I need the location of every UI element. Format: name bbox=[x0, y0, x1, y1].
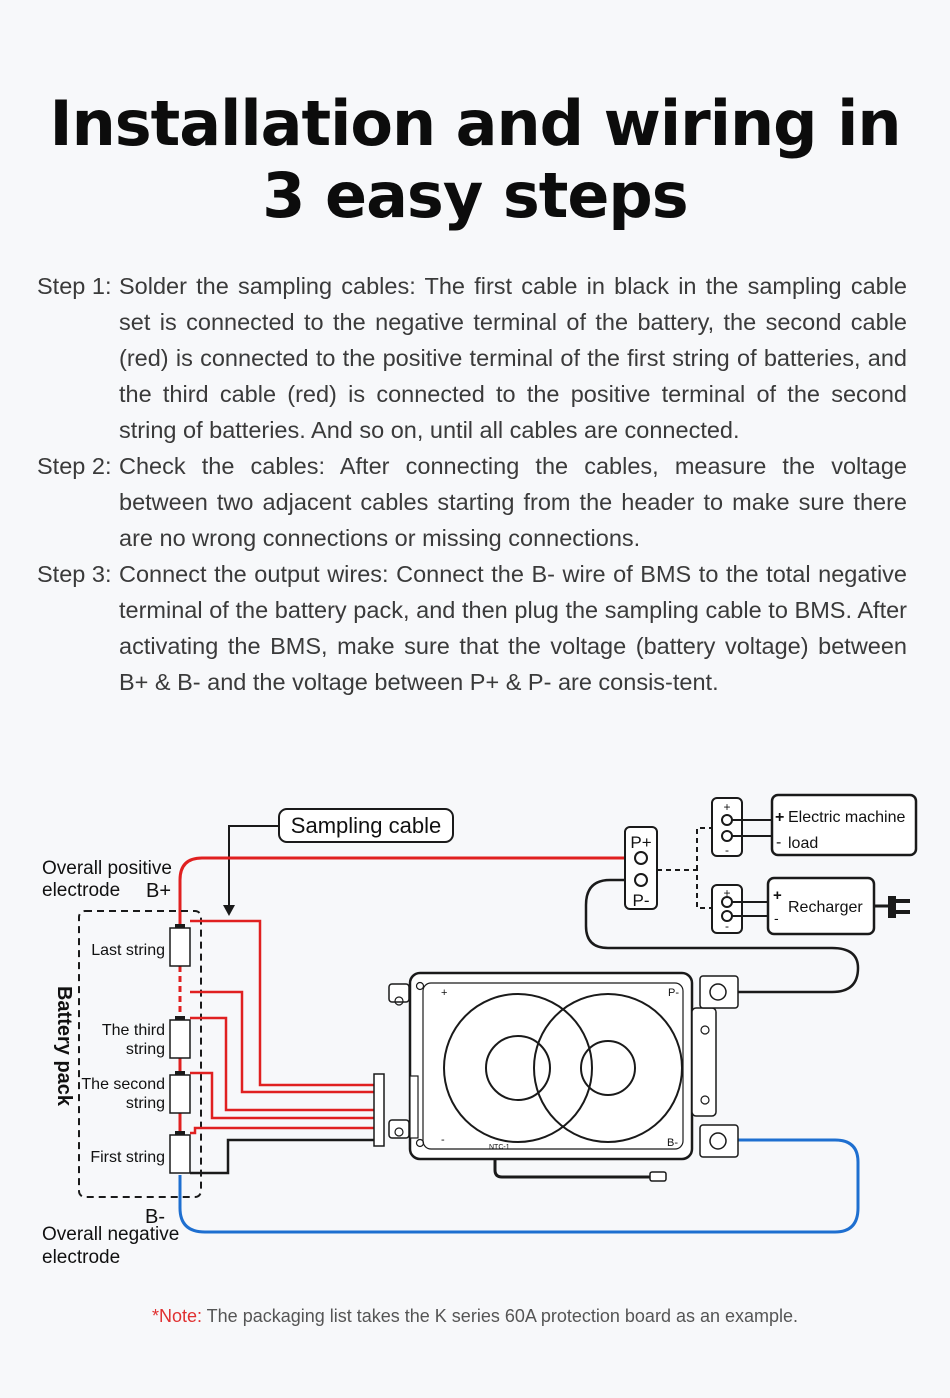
bms-board bbox=[388, 971, 739, 1182]
board-ntc-marking: NTC-1 bbox=[489, 1144, 510, 1151]
board-minus-marking: - bbox=[441, 1134, 445, 1146]
title-line-2: 3 easy steps bbox=[262, 159, 688, 232]
load-dashed-link bbox=[657, 869, 712, 909]
plug-icon bbox=[874, 896, 910, 918]
footnote: *Note: The packaging list takes the K se… bbox=[0, 1306, 950, 1327]
sampling-cable-label: Sampling cable bbox=[291, 813, 441, 838]
note-text: The packaging list takes the K series 60… bbox=[202, 1306, 799, 1326]
step-3: Step 3: Connect the output wires: Connec… bbox=[37, 556, 907, 700]
overall-negative-electrode-label: electrode bbox=[42, 1247, 120, 1268]
recharger-terminal-plus: + bbox=[723, 886, 730, 900]
page-title: Installation and wiring in 3 easy steps bbox=[0, 88, 950, 232]
wiring-diagram: Sampling cable Overall positive electrod… bbox=[42, 793, 918, 1268]
recharger-plus: + bbox=[773, 887, 782, 904]
battery-pack-box bbox=[78, 910, 202, 1198]
cell-second bbox=[169, 1071, 191, 1114]
electric-machine-plus: + bbox=[775, 809, 784, 826]
load-terminal bbox=[711, 797, 772, 857]
load-terminal-minus: - bbox=[725, 843, 729, 857]
electric-machine-load-label: load bbox=[788, 835, 818, 852]
first-string-label: First string bbox=[90, 1149, 165, 1166]
cell-third bbox=[169, 1016, 191, 1059]
step-2-label: Step 2: bbox=[37, 453, 112, 479]
p-minus-wire bbox=[584, 878, 860, 994]
board-b-minus-marking: B- bbox=[667, 1137, 678, 1149]
step-2-text: Check the cables: After connecting the c… bbox=[119, 453, 907, 551]
b-minus-label: B- bbox=[145, 1206, 165, 1228]
overall-negative-label: Overall negative bbox=[42, 1224, 179, 1245]
output-terminal-block bbox=[624, 826, 658, 910]
last-string-label: Last string bbox=[91, 942, 165, 959]
recharger-terminal-minus: - bbox=[725, 919, 729, 933]
sampling-cable-arrowhead bbox=[223, 905, 235, 916]
load-terminal-plus: + bbox=[723, 800, 730, 814]
sampling-cable-pointer bbox=[228, 825, 279, 908]
positive-wire bbox=[178, 856, 634, 928]
recharger-terminal bbox=[711, 884, 768, 934]
note-prefix: *Note: bbox=[151, 1306, 202, 1326]
battery-pack-label: Battery pack bbox=[53, 986, 75, 1107]
sampling-connector bbox=[373, 1073, 385, 1147]
steps-list: Step 1: Solder the sampling cables: The … bbox=[37, 268, 907, 700]
second-string-label-2: string bbox=[126, 1095, 165, 1112]
p-plus-label: P+ bbox=[630, 833, 651, 852]
step-1-text: Solder the sampling cables: The first ca… bbox=[119, 273, 907, 443]
negative-wire bbox=[178, 1138, 860, 1234]
sampling-wire-black bbox=[190, 1138, 374, 1175]
p-minus-label: P- bbox=[633, 891, 650, 910]
title-line-1: Installation and wiring in bbox=[49, 87, 902, 160]
board-p-minus-marking: P- bbox=[668, 987, 679, 999]
step-2: Step 2: Check the cables: After connecti… bbox=[37, 448, 907, 556]
sampling-wires bbox=[190, 919, 374, 1135]
step-1-label: Step 1: bbox=[37, 273, 112, 299]
electric-machine-box bbox=[770, 793, 918, 857]
recharger-minus: - bbox=[774, 910, 779, 926]
overall-positive-electrode-label: electrode bbox=[42, 880, 120, 901]
load-dashed-link-2 bbox=[696, 827, 712, 870]
third-string-label-2: string bbox=[126, 1041, 165, 1058]
electric-machine-label: Electric machine bbox=[788, 809, 905, 826]
recharger-label: Recharger bbox=[788, 899, 863, 916]
overall-positive-label: Overall positive bbox=[42, 858, 172, 879]
third-string-label: The third bbox=[102, 1022, 165, 1039]
cell-last bbox=[169, 924, 191, 967]
step-1: Step 1: Solder the sampling cables: The … bbox=[37, 268, 907, 448]
step-3-label: Step 3: bbox=[37, 561, 112, 587]
step-3-text: Connect the output wires: Connect the B-… bbox=[119, 561, 907, 695]
electric-machine-minus: - bbox=[776, 834, 781, 851]
cell-first bbox=[169, 1131, 191, 1174]
b-plus-label: B+ bbox=[146, 880, 171, 902]
second-string-label: The second bbox=[81, 1076, 165, 1093]
board-plus-marking: + bbox=[441, 987, 447, 999]
